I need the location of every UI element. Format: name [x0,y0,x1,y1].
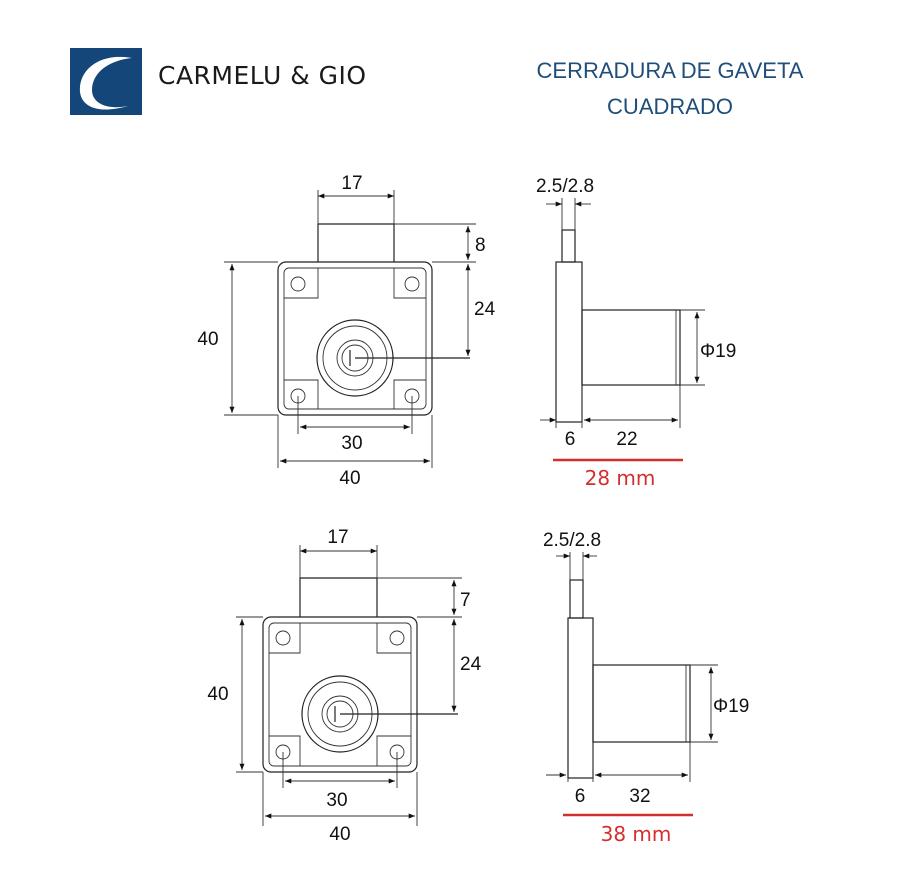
total-length: 38 mm [601,822,672,846]
dim-diameter: Φ19 [700,341,736,362]
brand-name: CARMELU & GIO [158,61,367,90]
dim-width: 40 [329,824,350,845]
dim-pin: 2.5/2.8 [543,530,601,551]
front-view-38 [236,545,462,826]
dim-cylinder: 22 [616,429,637,450]
dim-bolt-height: 7 [460,590,471,611]
brand-logo-icon [70,48,142,115]
dim-bolt-to-center: 24 [474,299,496,320]
dim-bolt-to-center: 24 [460,654,482,675]
dim-bolt-width: 17 [327,527,348,548]
dim-cylinder: 32 [629,786,650,807]
dim-hole-spacing: 30 [326,790,347,811]
dim-height: 40 [197,329,218,350]
dim-bolt-height: 8 [475,235,486,256]
dim-plate: 6 [565,429,576,450]
dim-diameter: Φ19 [713,696,749,717]
dim-bolt-width: 17 [341,173,362,194]
side-view-38 [546,552,718,817]
dim-width: 40 [339,468,360,489]
dim-plate: 6 [575,786,586,807]
title-line-2: CUADRADO [607,94,733,119]
dim-hole-spacing: 30 [341,433,362,454]
dim-height: 40 [207,684,228,705]
total-length: 28 mm [585,466,656,490]
dim-pin: 2.5/2.8 [536,176,594,197]
side-view-28 [540,198,705,462]
front-view-28 [224,190,476,468]
title-line-1: CERRADURA DE GAVETA [537,58,804,83]
